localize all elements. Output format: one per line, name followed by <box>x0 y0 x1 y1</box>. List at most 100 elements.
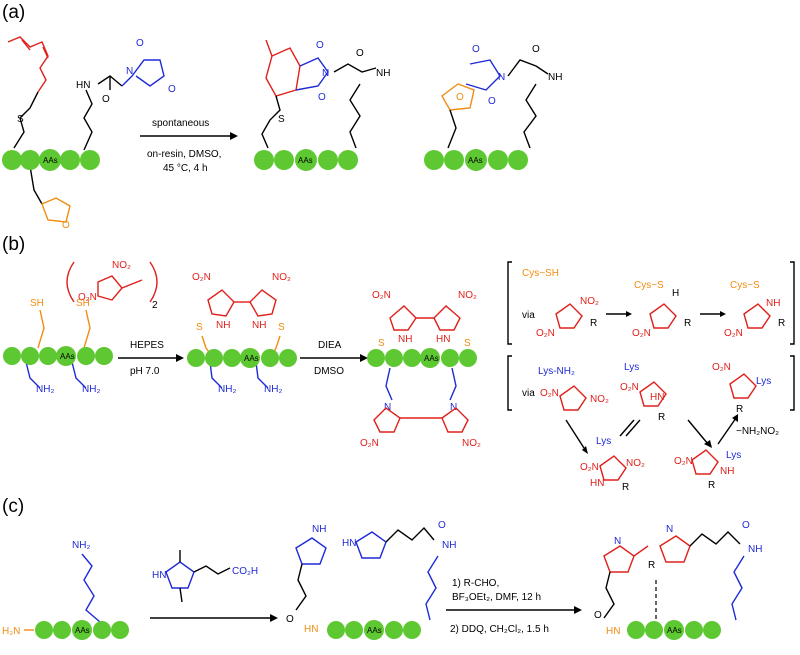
cys-s-2: Cys−S <box>730 280 760 291</box>
maleimide-n: N <box>126 66 133 77</box>
amide-hn: HN <box>76 80 90 91</box>
mech-cys-no2-1: NO₂ <box>580 296 599 307</box>
condition-b1-2: pH 7.0 <box>130 366 160 377</box>
mech-cys-r-2: R <box>684 318 691 329</box>
imide-o2: O <box>318 92 326 103</box>
cys-sh: Cys−SH <box>522 268 559 279</box>
condition-c-1: 1) R-CHO, <box>452 578 499 589</box>
mech-lys-o2n-5: O₂N <box>674 456 693 467</box>
panel-c-reagent: HN CO₂H <box>152 550 258 603</box>
mech-lys-r-5: R <box>708 480 715 491</box>
c-h2n: H₂N <box>2 626 20 637</box>
mech-cys-o2n-3: O₂N <box>724 328 743 339</box>
reagent-subscript: 2 <box>152 300 158 311</box>
int-nh2-2: NH₂ <box>264 384 282 395</box>
resin-beads-b2 <box>187 348 297 368</box>
mechanism-cys: via Cys−SH NO₂ O₂N R Cys−S H O₂N R Cys−S… <box>507 261 795 345</box>
int-o2n: O₂N <box>192 272 211 283</box>
c-int-o: O <box>286 614 294 625</box>
mech-lys-no2-1: NO₂ <box>590 394 609 405</box>
mech-cys-r-1: R <box>590 318 597 329</box>
succinimide-ring <box>295 57 329 91</box>
condition-b2-2: DMSO <box>314 366 344 377</box>
panel-a-reactant: S HN O N O O O AAs <box>2 36 176 231</box>
amide-o: O <box>102 94 110 105</box>
condition-c-3: 2) DDQ, CH₂Cl₂, 1.5 h <box>450 624 549 635</box>
prod-no2-top: NO₂ <box>458 290 477 301</box>
lys-label-2: Lys <box>756 376 771 387</box>
via-lys: via <box>522 388 535 399</box>
condition-c-2: BF₃OEt₂, DMF, 12 h <box>452 592 541 603</box>
prod-n-left: N <box>384 402 391 413</box>
c-int-hn-2: HN <box>342 538 356 549</box>
c-prod-o-2: O <box>742 520 750 531</box>
aas-b2: AAs <box>244 354 259 363</box>
nh2-1: NH₂ <box>36 384 54 395</box>
panel-b-intermediate: O₂N NO₂ NH NH S S NH₂ NH₂ AAs <box>187 272 297 395</box>
maleimide-o2: O <box>168 84 176 95</box>
panel-b-start: SH SH NH₂ NH₂ AAs <box>3 298 113 395</box>
int-s-left: S <box>196 322 203 333</box>
prod-o2n-bottom: O₂N <box>360 438 379 449</box>
aas-b1: AAs <box>60 352 75 361</box>
dipyrrin-right <box>659 535 691 563</box>
furan-o: O <box>62 220 70 231</box>
prod-no2-bottom: NO₂ <box>462 438 481 449</box>
mech-h: H <box>672 288 679 299</box>
reagent-n-no2: NO₂ <box>112 260 131 271</box>
resin-beads-c1 <box>35 620 129 640</box>
imide-n: N <box>322 68 329 79</box>
aas-b3: AAs <box>424 354 439 363</box>
c-prod-hn: HN <box>606 626 620 637</box>
prod-s-right: S <box>464 338 471 349</box>
prod-s-left: S <box>378 338 385 349</box>
resin-beads-a2 <box>254 149 358 171</box>
via-cys: via <box>522 310 535 321</box>
mech-lys-r-4: R <box>622 482 629 493</box>
lys-label-1: Lys <box>624 362 639 373</box>
prod-n-right: N <box>450 402 457 413</box>
imidazole-left <box>207 289 235 317</box>
lys-nh2: Lys-NH₂ <box>538 366 575 377</box>
resin-beads-a3 <box>424 149 528 171</box>
aas-c3: AAs <box>667 626 682 635</box>
reagent-o2n: O₂N <box>78 292 97 303</box>
panel-c-product: N R N O NH O HN AAs <box>594 520 762 640</box>
mech-cys-o2n-2: O₂N <box>632 328 651 339</box>
mech-lys-r-2: R <box>658 412 665 423</box>
condition-b2-1: DIEA <box>318 340 342 351</box>
mech-cys-r-3: R <box>778 318 785 329</box>
mech-lys-o2n-4: O₂N <box>580 462 599 473</box>
int-nh-left: NH <box>216 320 230 331</box>
c-prod-n-right: N <box>666 524 673 535</box>
panel-a-label: (a) <box>2 2 25 23</box>
c-int-o-2: O <box>438 520 446 531</box>
condition-a-1: spontaneous <box>152 118 209 129</box>
c-int-nh-1: NH <box>312 524 326 535</box>
aas-c1: AAs <box>75 626 90 635</box>
int-s-right: S <box>278 322 285 333</box>
panel-c-label: (c) <box>2 496 24 517</box>
mech-lys-o2n-2: O₂N <box>620 382 639 393</box>
mech-lys-o2n-3: O₂N <box>712 362 731 373</box>
sulfur-p1: S <box>278 114 285 125</box>
amide-nh-p1: NH <box>376 68 390 79</box>
imidazole-right <box>249 289 277 317</box>
lys-label-4: Lys <box>726 450 741 461</box>
resin-beads-c2 <box>327 620 421 640</box>
imide-o2-p2: O <box>488 96 496 107</box>
panel-b-label: (b) <box>2 234 25 255</box>
aas-label-p1: AAs <box>298 156 313 165</box>
mech-lys-o2n-1: O₂N <box>540 388 559 399</box>
amide-nh-p2: NH <box>548 72 562 83</box>
mech-lys-nhno2: NH <box>720 466 734 477</box>
imide-ring-p2 <box>465 59 501 91</box>
lys-label-3: Lys <box>596 436 611 447</box>
pyrrole-reagent <box>165 561 195 589</box>
mech-lys-no2-4: NO₂ <box>626 458 645 469</box>
sh-2: SH <box>76 298 90 309</box>
dinitroimidazole-ring <box>97 275 123 301</box>
prod-o2n-top: O₂N <box>372 290 391 301</box>
aas-label: AAs <box>43 156 58 165</box>
panel-b-product: O₂N NO₂ NH HN S S AAs N N O₂N NO₂ <box>360 290 481 449</box>
